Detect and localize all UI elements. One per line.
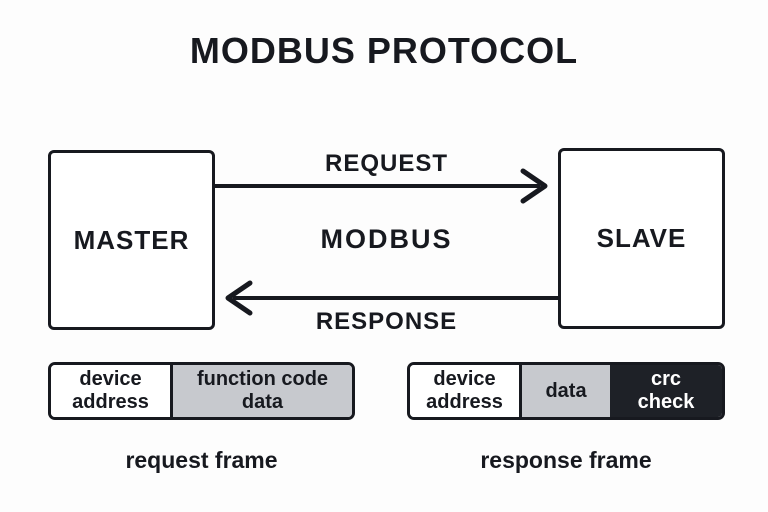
response-frame: device address data crc check — [407, 362, 725, 420]
request-flow-label: REQUEST — [324, 150, 448, 177]
slave-node: SLAVE — [558, 148, 725, 329]
field-text: crc check — [637, 368, 695, 413]
response-frame-field-device-address: device address — [410, 365, 522, 417]
response-frame-field-crc-check: crc check — [610, 365, 722, 417]
response-flow-label: RESPONSE — [315, 308, 458, 335]
response-frame-caption: response frame — [480, 447, 652, 473]
modbus-bus-label: MODBUS — [320, 224, 453, 254]
diagram-title: MODBUS PROTOCOL — [189, 30, 579, 71]
field-text: device address — [72, 368, 149, 413]
request-frame-field-device-address: device address — [51, 365, 173, 417]
request-frame: device address function code data — [48, 362, 355, 420]
slave-label: SLAVE — [596, 223, 687, 253]
field-text: function code data — [196, 368, 329, 413]
field-text: data — [545, 379, 587, 402]
response-frame-field-data: data — [522, 365, 610, 417]
master-node: MASTER — [48, 150, 215, 330]
field-text: device address — [426, 368, 503, 413]
request-frame-caption: request frame — [125, 447, 278, 473]
request-frame-field-function-code-data: function code data — [173, 365, 352, 417]
master-label: MASTER — [73, 224, 190, 255]
